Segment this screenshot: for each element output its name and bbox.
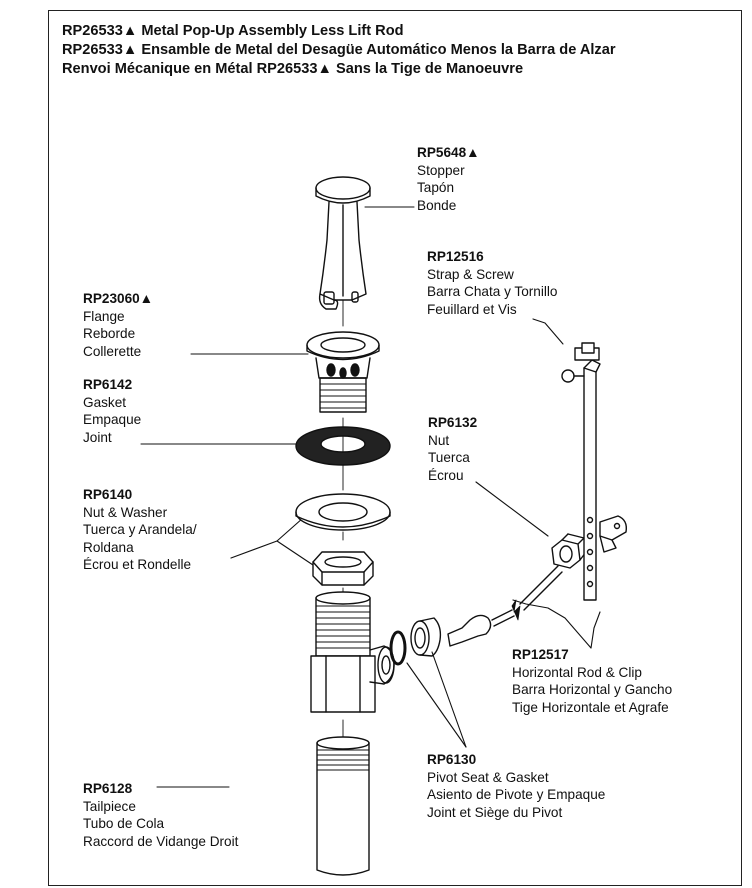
part-name-fr: Tige Horizontale et Agrafe bbox=[512, 699, 669, 715]
pivot-gasket-drawing bbox=[389, 630, 407, 666]
part-number: RP5648▲ bbox=[417, 145, 480, 160]
rod-nut-drawing bbox=[551, 533, 587, 569]
clip-drawing bbox=[599, 515, 628, 553]
part-name-en: Pivot Seat & Gasket bbox=[427, 769, 549, 785]
leader-pivot-seat bbox=[431, 651, 467, 748]
part-name-es-2: Roldana bbox=[83, 539, 134, 555]
title-spanish: RP26533▲ Ensamble de Metal del Desagüe A… bbox=[62, 42, 616, 58]
title-french: Renvoi Mécanique en Métal RP26533▲ Sans … bbox=[62, 61, 524, 77]
part-name-es: Barra Chata y Tornillo bbox=[427, 284, 558, 300]
label-strap: RP12516 Strap & Screw Barra Chata y Torn… bbox=[427, 248, 557, 318]
leader-pivot-gasket bbox=[406, 662, 467, 748]
part-name-en: Strap & Screw bbox=[427, 266, 514, 282]
leader-rod bbox=[512, 599, 592, 649]
drain-body-drawing bbox=[310, 591, 395, 713]
label-nut-washer: RP6140 Nut & Washer Tuerca y Arandela/ R… bbox=[83, 486, 197, 574]
part-name-en: Flange bbox=[83, 308, 125, 324]
gasket-drawing bbox=[295, 426, 391, 466]
washer-drawing bbox=[295, 493, 391, 531]
leader-nut bbox=[475, 481, 549, 537]
stopper-drawing bbox=[315, 176, 371, 310]
leader-washer bbox=[230, 517, 304, 559]
part-number: RP12517 bbox=[512, 647, 569, 662]
label-gasket: RP6142 Gasket Empaque Joint bbox=[83, 376, 141, 446]
label-pivot-seat: RP6130 Pivot Seat & Gasket Asiento de Pi… bbox=[427, 751, 605, 821]
label-nut: RP6132 Nut Tuerca Écrou bbox=[428, 414, 477, 484]
part-name-fr: Feuillard et Vis bbox=[427, 301, 517, 317]
part-number: RP6132 bbox=[428, 415, 478, 430]
part-number: RP6140 bbox=[83, 487, 133, 502]
leader-nut-hex bbox=[276, 540, 314, 566]
part-number: RP6130 bbox=[427, 752, 477, 767]
part-name-en: Stopper bbox=[417, 162, 465, 178]
part-name-en: Gasket bbox=[83, 394, 127, 410]
part-name-fr: Bonde bbox=[417, 197, 457, 213]
leader-clip bbox=[590, 611, 601, 649]
part-name-es: Tapón bbox=[417, 180, 455, 196]
part-name-es: Reborde bbox=[83, 326, 136, 342]
tailpiece-drawing bbox=[316, 736, 370, 876]
part-name-es: Barra Horizontal y Gancho bbox=[512, 682, 673, 698]
leader-strap bbox=[532, 318, 564, 345]
strap-drawing bbox=[561, 342, 601, 601]
part-number: RP6128 bbox=[83, 781, 133, 796]
part-number: RP12516 bbox=[427, 249, 484, 264]
part-name-fr: Joint bbox=[83, 429, 112, 445]
part-name-en: Horizontal Rod & Clip bbox=[512, 664, 642, 680]
part-name-es: Tuerca y Arandela/ bbox=[83, 522, 197, 538]
part-name-fr: Collerette bbox=[83, 343, 142, 359]
title-english: RP26533▲ Metal Pop-Up Assembly Less Lift… bbox=[62, 23, 404, 39]
part-name-es: Tuerca bbox=[428, 450, 470, 466]
horizontal-rod-drawing bbox=[447, 565, 563, 647]
label-stopper: RP5648▲ Stopper Tapón Bonde bbox=[417, 144, 480, 214]
part-name-en: Tailpiece bbox=[83, 798, 136, 814]
flange-drawing bbox=[306, 331, 380, 413]
part-name-fr: Écrou et Rondelle bbox=[83, 557, 192, 573]
part-name-fr: Raccord de Vidange Droit bbox=[83, 833, 239, 849]
part-name-en: Nut bbox=[428, 432, 450, 448]
pivot-seat-drawing bbox=[410, 617, 442, 657]
part-number: RP6142 bbox=[83, 377, 133, 392]
part-number: RP23060▲ bbox=[83, 291, 154, 306]
label-flange: RP23060▲ Flange Reborde Collerette bbox=[83, 290, 153, 360]
part-name-fr: Joint et Siège du Pivot bbox=[427, 804, 563, 820]
part-name-es: Tubo de Cola bbox=[83, 816, 165, 832]
hex-nut-drawing bbox=[312, 551, 374, 586]
label-tailpiece: RP6128 Tailpiece Tubo de Cola Raccord de… bbox=[83, 780, 238, 850]
part-name-es: Asiento de Pivote y Empaque bbox=[427, 787, 606, 803]
part-name-en: Nut & Washer bbox=[83, 504, 168, 520]
label-rod-clip: RP12517 Horizontal Rod & Clip Barra Hori… bbox=[512, 646, 672, 716]
part-name-fr: Écrou bbox=[428, 467, 464, 483]
part-name-es: Empaque bbox=[83, 412, 142, 428]
diagram-frame bbox=[48, 10, 742, 886]
